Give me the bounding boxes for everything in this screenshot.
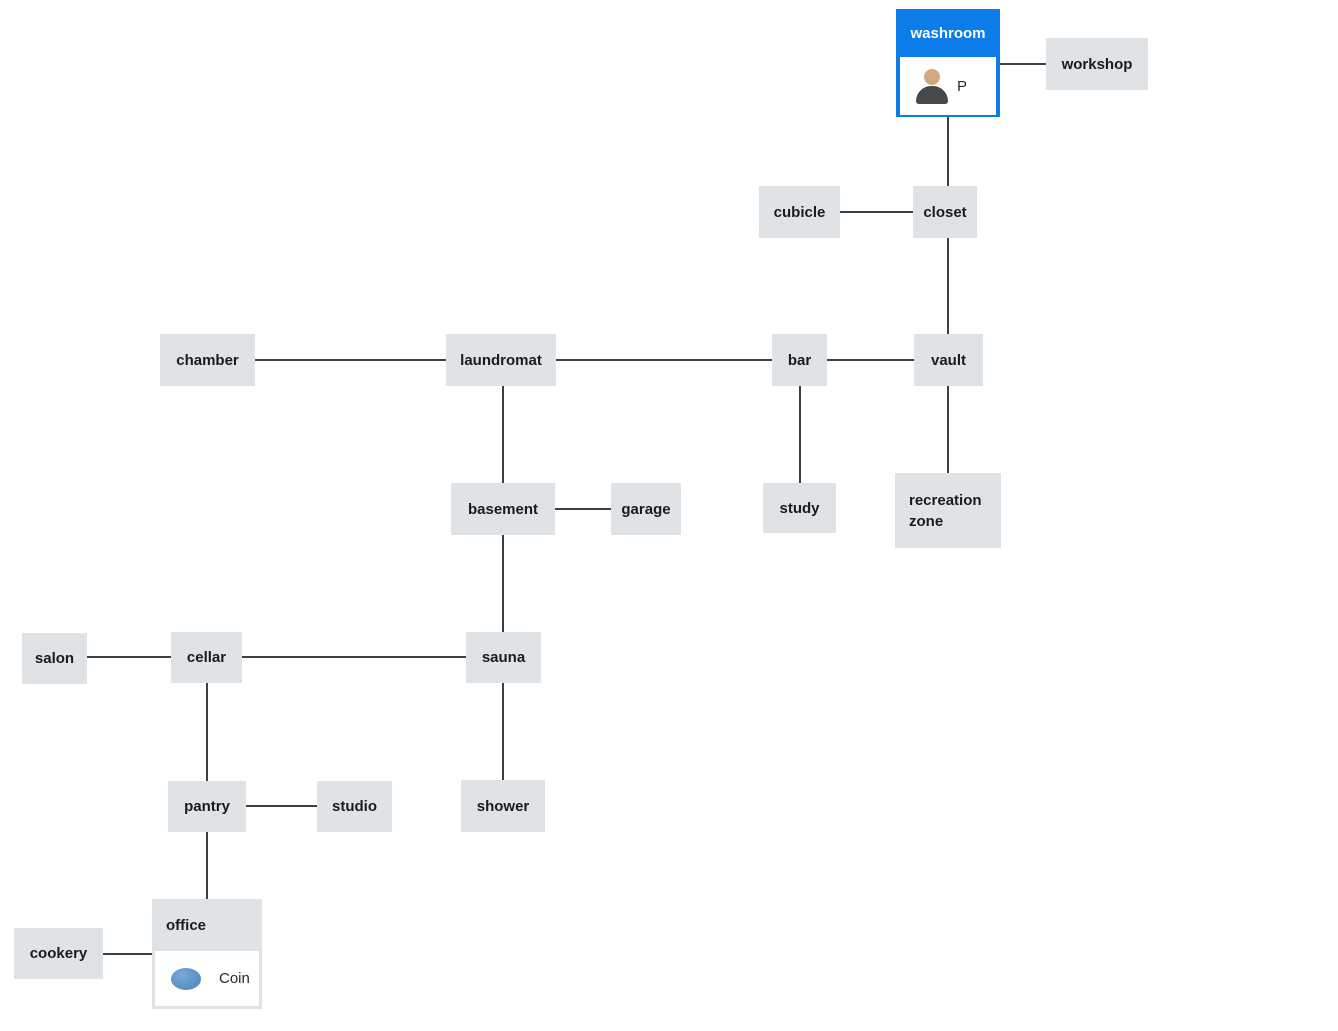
node-label: office [166, 916, 207, 934]
node-studio: studio [317, 781, 392, 832]
edge-washroom-workshop [1000, 63, 1046, 65]
node-cubicle: cubicle [759, 186, 840, 238]
node-label: sauna [481, 649, 526, 666]
edge-chamber-laundromat [255, 359, 446, 361]
edge-closet-vault [947, 238, 949, 334]
edge-basement-sauna [502, 535, 504, 632]
node-label: salon [34, 650, 75, 667]
node-closet: closet [913, 186, 977, 238]
badge-label: Coin [219, 970, 250, 987]
edge-washroom-closet [947, 117, 949, 186]
node-workshop: workshop [1046, 38, 1148, 90]
edge-cubicle-closet [840, 211, 913, 213]
node-chamber: chamber [160, 334, 255, 386]
edge-cookery-office [103, 953, 152, 955]
node-label: chamber [176, 351, 239, 369]
edge-laundromat-bar [556, 359, 772, 361]
washroom-contents: P [900, 57, 996, 115]
edge-vault-recreation-zone [947, 386, 949, 473]
node-label: basement [467, 500, 539, 518]
node-label: laundromat [460, 351, 542, 369]
node-label: cellar [186, 649, 227, 666]
node-basement: basement [451, 483, 555, 535]
node-laundromat: laundromat [446, 334, 556, 386]
node-label: cubicle [773, 203, 826, 221]
node-cookery: cookery [14, 928, 103, 979]
edge-cellar-pantry [206, 683, 208, 781]
edge-salon-cellar [87, 656, 171, 658]
node-label: recreation zone [909, 491, 982, 530]
node-garage: garage [611, 483, 681, 535]
edge-pantry-office [206, 832, 208, 899]
node-study: study [763, 483, 836, 533]
node-recreation-zone: recreation zone [895, 473, 1001, 548]
edge-basement-garage [555, 508, 611, 510]
node-label: garage [621, 500, 671, 518]
office-contents: Coin [155, 951, 259, 1006]
node-pantry: pantry [168, 781, 246, 832]
node-vault: vault [914, 334, 983, 386]
edge-bar-study [799, 386, 801, 483]
node-label: shower [476, 797, 530, 815]
node-label: pantry [184, 798, 230, 815]
node-bar: bar [772, 334, 827, 386]
node-label: cookery [29, 945, 88, 962]
person-icon [916, 68, 948, 104]
node-label: studio [332, 798, 377, 815]
edge-laundromat-basement [502, 386, 504, 483]
node-label: workshop [1061, 55, 1133, 73]
node-cellar: cellar [171, 632, 242, 683]
node-label: study [779, 499, 820, 517]
edge-sauna-shower [502, 683, 504, 780]
node-sauna: sauna [466, 632, 541, 683]
edge-cellar-sauna [242, 656, 466, 658]
node-salon: salon [22, 633, 87, 684]
edge-pantry-studio [246, 805, 317, 807]
badge-label: P [957, 77, 968, 95]
node-label: closet [923, 203, 967, 221]
node-label: washroom [910, 24, 986, 42]
node-label: bar [787, 351, 812, 369]
coin-icon [171, 967, 201, 990]
node-label: vault [930, 351, 966, 369]
node-shower: shower [461, 780, 545, 832]
edge-bar-vault [827, 359, 914, 361]
